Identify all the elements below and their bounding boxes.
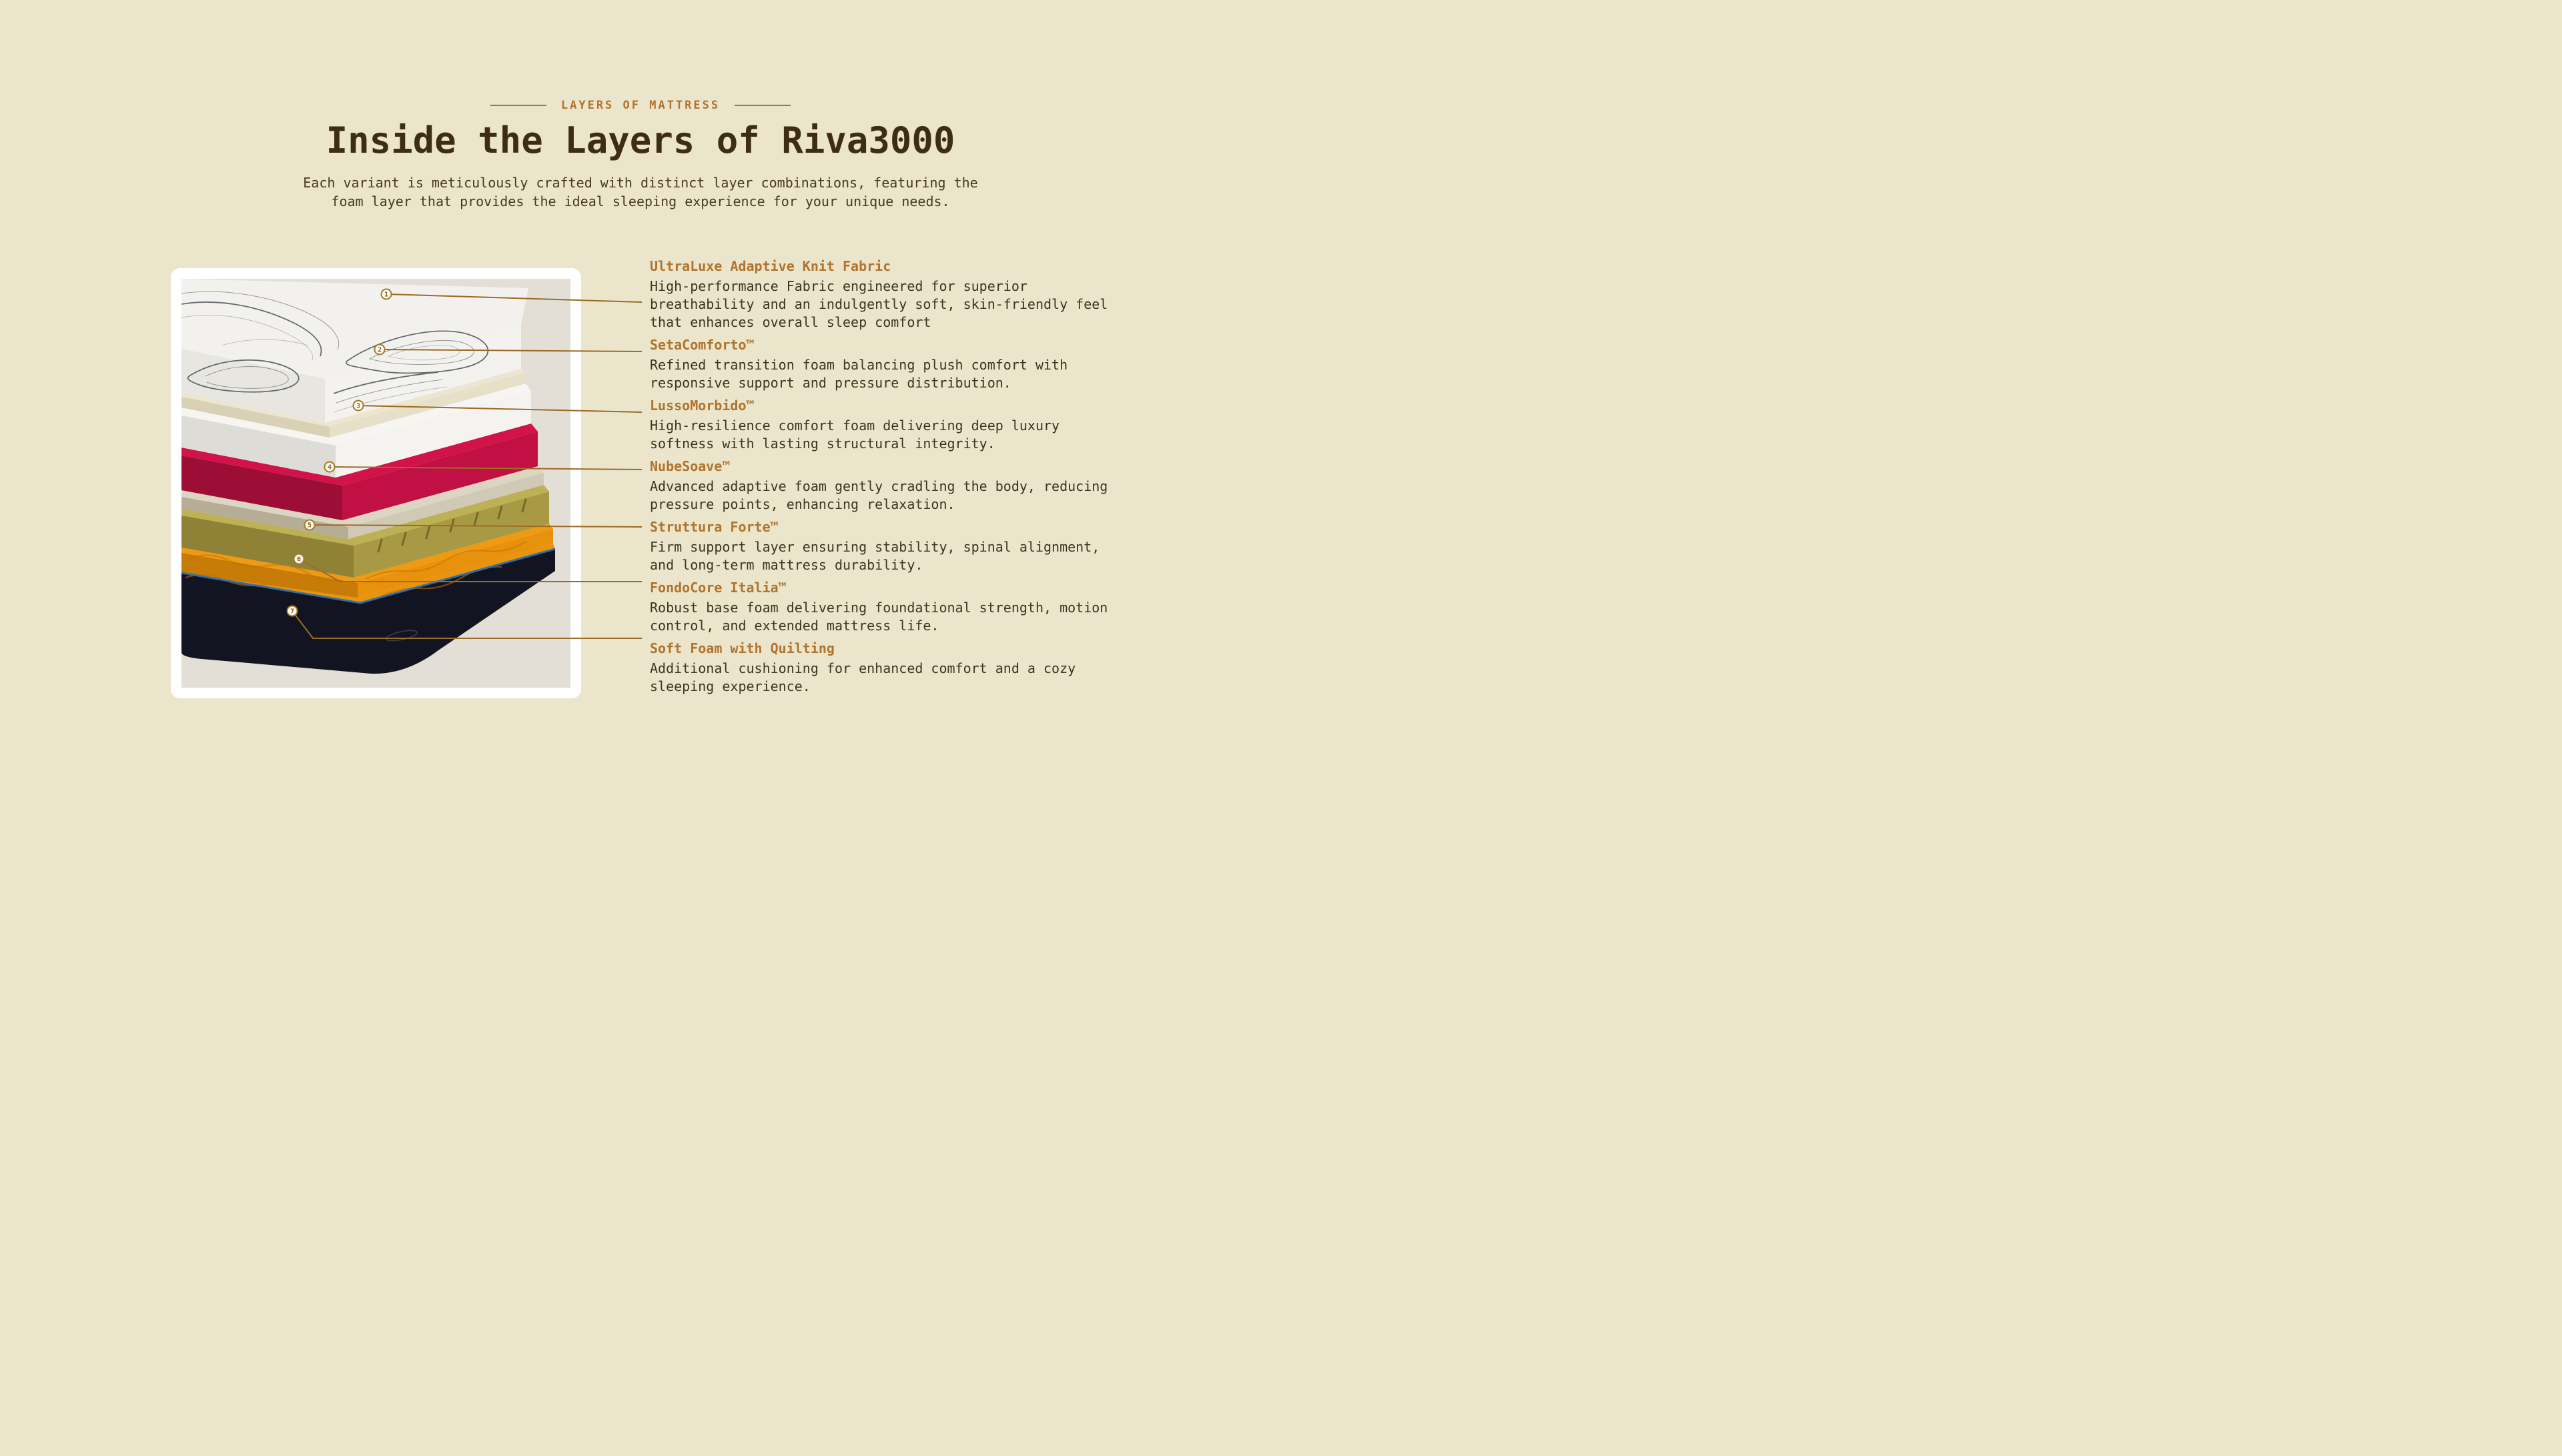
layer-name: FondoCore Italia™ <box>650 580 787 596</box>
eyebrow-row: LAYERS OF MATTRESS <box>0 99 1281 112</box>
layer-item-3: LussoMorbido™ High-resilience comfort fo… <box>650 397 1121 453</box>
section-subtitle: Each variant is meticulously crafted wit… <box>303 175 978 210</box>
layer-name: Struttura Forte™ <box>650 519 779 535</box>
comfort-foam-graphic <box>181 384 531 478</box>
layer-description: High-resilience comfort foam delivering … <box>650 418 1060 452</box>
eyebrow-line-right <box>735 105 791 106</box>
mattress-figure-frame <box>171 268 581 698</box>
layer-item-6: FondoCore Italia™ Robust base foam deliv… <box>650 579 1121 635</box>
layer-name: SetaComforto™ <box>650 337 755 353</box>
layer-description: Advanced adaptive foam gently cradling t… <box>650 478 1108 512</box>
layer-description: Robust base foam delivering foundational… <box>650 600 1108 634</box>
layer-description: Firm support layer ensuring stability, s… <box>650 539 1100 573</box>
layer-name: NubeSoave™ <box>650 458 731 474</box>
layer-description: Additional cushioning for enhanced comfo… <box>650 660 1076 694</box>
layer-name: LussoMorbido™ <box>650 398 755 414</box>
fabric-contour-pattern <box>181 291 489 413</box>
layer-name: UltraLuxe Adaptive Knit Fabric <box>650 258 891 274</box>
layer-item-7: Soft Foam with Quilting Additional cushi… <box>650 640 1121 696</box>
mattress-illustration <box>181 279 570 688</box>
layer-name: Soft Foam with Quilting <box>650 640 835 656</box>
mattress-figure-panel <box>181 279 570 688</box>
layer-description: High-performance Fabric engineered for s… <box>650 278 1108 330</box>
section-eyebrow: LAYERS OF MATTRESS <box>560 99 721 112</box>
section-title: Inside the Layers of Riva3000 <box>326 119 955 161</box>
layer-item-5: Struttura Forte™ Firm support layer ensu… <box>650 518 1121 574</box>
eyebrow-line-left <box>490 105 546 106</box>
layer-description: Refined transition foam balancing plush … <box>650 357 1068 391</box>
layer-list: UltraLuxe Adaptive Knit Fabric High-perf… <box>650 257 1121 700</box>
mattress-layers-page: { "colors": { "page_background": "#ebe5c… <box>0 0 1281 728</box>
adaptive-foam-graphic <box>181 424 538 520</box>
layer-item-2: SetaComforto™ Refined transition foam ba… <box>650 336 1121 392</box>
layer-item-4: NubeSoave™ Advanced adaptive foam gently… <box>650 458 1121 514</box>
section-header: LAYERS OF MATTRESS Inside the Layers of … <box>0 99 1281 211</box>
layer-item-1: UltraLuxe Adaptive Knit Fabric High-perf… <box>650 257 1121 331</box>
